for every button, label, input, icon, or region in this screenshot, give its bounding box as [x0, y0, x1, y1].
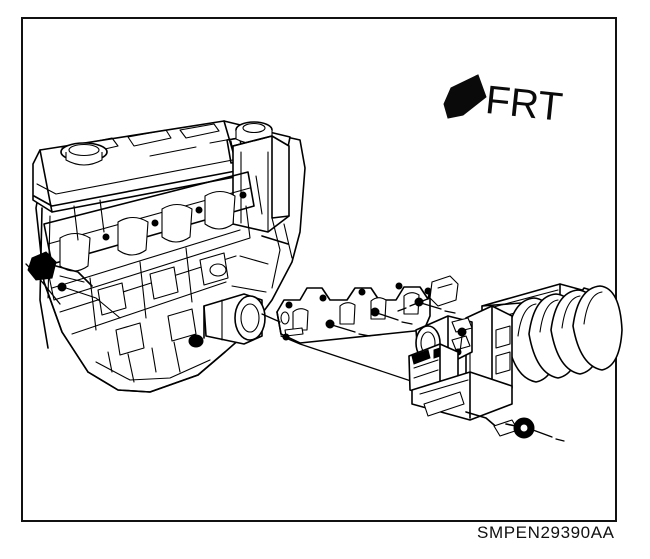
manifold-upper-flange	[397, 275, 459, 312]
cylinder-head-ports	[43, 171, 255, 272]
figure-caption: SMPEN29390AA	[477, 523, 615, 542]
leader-gasket-bolt-2	[376, 312, 399, 321]
oil-pan	[87, 347, 226, 393]
rear-cam-cap	[235, 121, 273, 145]
leader-gasket-to-manifold	[261, 313, 421, 385]
leader-gasket-bolt-1	[331, 324, 356, 333]
coil-pack-housing	[232, 135, 290, 233]
mounting-bolt	[505, 417, 565, 442]
oil-filler-cap	[60, 142, 108, 166]
leader-gasket-bolt-3	[420, 302, 442, 310]
leader-engine-sensor	[25, 263, 61, 305]
engine-assembly	[25, 120, 306, 393]
leader-mounting-bolt	[532, 429, 553, 438]
block-mounting-pads	[97, 252, 229, 356]
front-direction-label: FRT	[483, 78, 565, 130]
manifold-support-bracket	[411, 371, 519, 437]
front-direction-arrow	[443, 74, 487, 119]
intake-manifold-gasket	[276, 282, 432, 344]
engine-detail-lines	[73, 175, 293, 383]
manifold-runners	[506, 285, 623, 383]
intake-manifold	[397, 275, 623, 442]
bellhousing-stub	[203, 293, 266, 345]
